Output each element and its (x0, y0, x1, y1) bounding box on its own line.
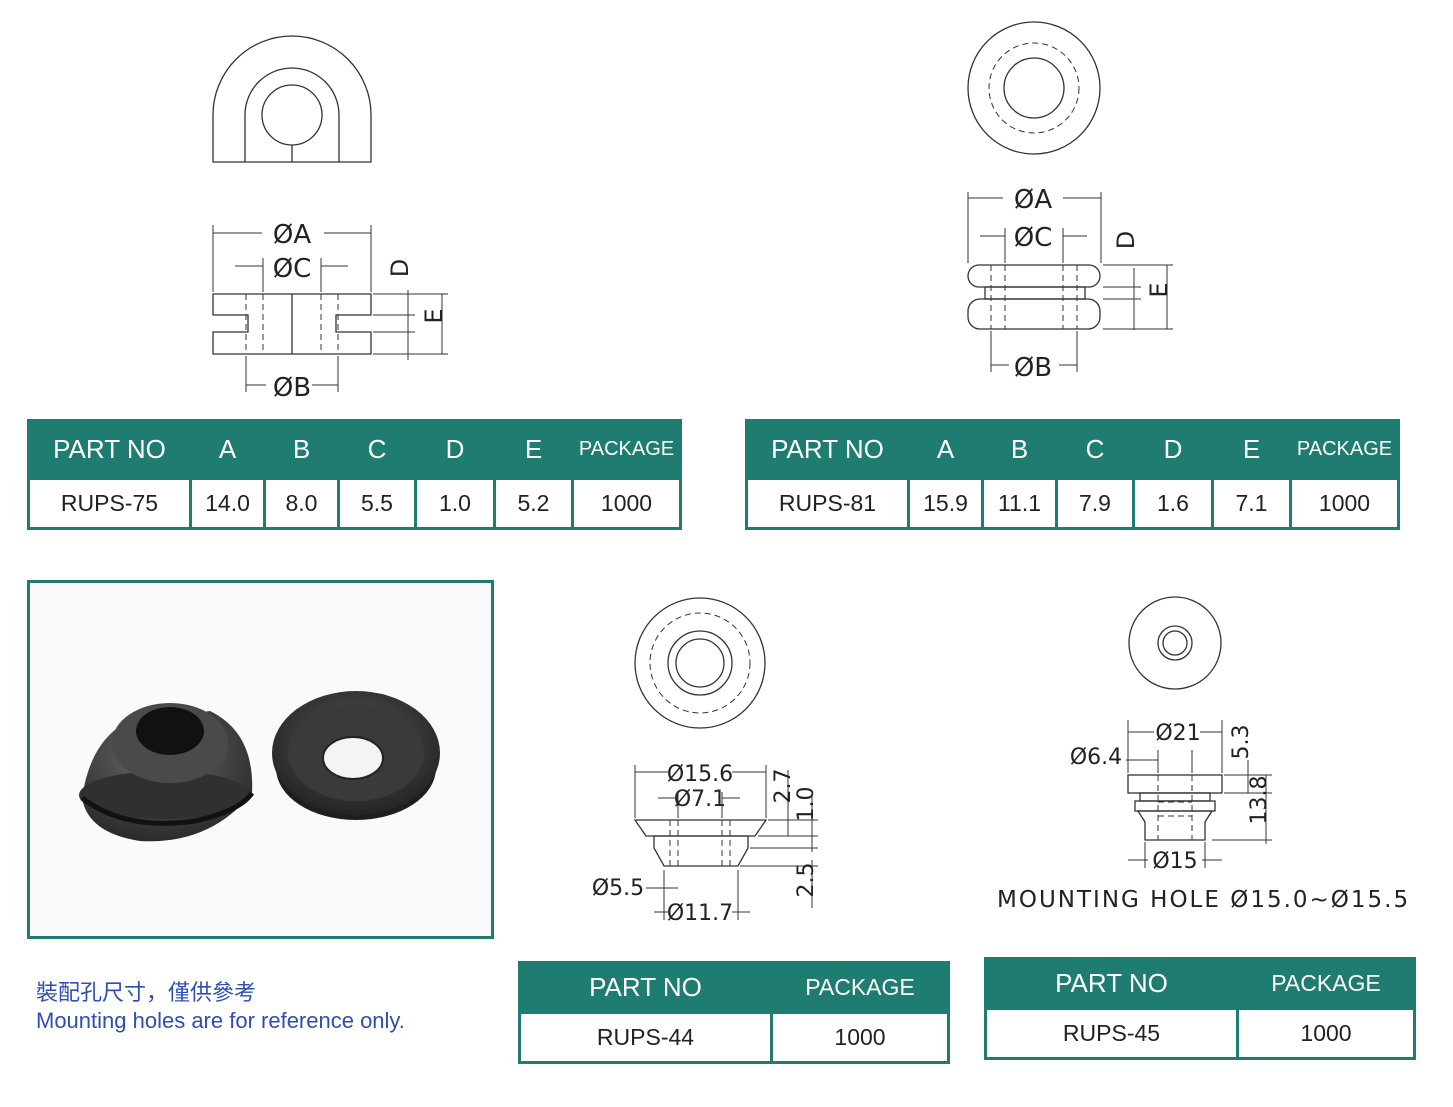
cell-e: 7.1 (1211, 477, 1292, 530)
cell-part-no: RUPS-45 (984, 1007, 1239, 1060)
rups75-dim-d: D (386, 259, 414, 277)
cell-c: 7.9 (1055, 477, 1135, 530)
cell-b: 11.1 (981, 477, 1058, 530)
rups75-dim-c: ØC (273, 254, 312, 284)
rups45-dim-15: Ø15 (1152, 849, 1197, 874)
header-package: PACKAGE (571, 419, 682, 480)
header-a: A (907, 419, 984, 480)
header-a: A (189, 419, 266, 480)
rups45-top-view (1128, 596, 1222, 690)
header-part-no: PART NO (984, 957, 1239, 1010)
header-part-no: PART NO (518, 961, 773, 1014)
cell-package: 1000 (770, 1011, 950, 1064)
cell-package: 1000 (1236, 1007, 1416, 1060)
rups75-dim-e: E (420, 308, 448, 323)
rups44-dim-2-7: 2.7 (771, 769, 796, 804)
header-package: PACKAGE (1289, 419, 1400, 480)
note-chinese: 裝配孔尺寸，僅供參考 (36, 981, 257, 1006)
header-c: C (337, 419, 417, 480)
rups81-dim-c: ØC (1014, 223, 1053, 253)
product-photo (27, 580, 494, 939)
rups44-spec-table: PART NO PACKAGE RUPS-44 1000 (518, 961, 950, 1064)
mounting-hole-label: MOUNTING HOLE Ø15.0~Ø15.5 (997, 887, 1411, 913)
cell-a: 14.0 (189, 477, 266, 530)
rups45-side-view (1126, 720, 1272, 868)
rups44-drawing: Ø15.6 Ø7.1 Ø5.5 Ø11.7 2.7 1.0 2.5 (592, 597, 819, 926)
rups81-dim-e: E (1145, 282, 1173, 297)
cell-b: 8.0 (263, 477, 340, 530)
grommet-right (272, 691, 440, 820)
header-part-no: PART NO (27, 419, 192, 480)
rups45-dim-13-8: 13.8 (1247, 776, 1272, 825)
rups75-dim-a: ØA (273, 220, 311, 250)
cell-c: 5.5 (337, 477, 417, 530)
header-c: C (1055, 419, 1135, 480)
cell-e: 5.2 (493, 477, 574, 530)
rups44-dim-15-6: Ø15.6 (667, 762, 733, 787)
rups44-top-view (634, 597, 766, 729)
header-package: PACKAGE (770, 961, 950, 1014)
rups45-dim-6-4: Ø6.4 (1070, 745, 1122, 770)
rups81-side-view (967, 192, 1173, 372)
rups44-dim-2-5: 2.5 (794, 863, 819, 898)
cell-part-no: RUPS-44 (518, 1011, 773, 1064)
cell-part-no: RUPS-81 (745, 477, 910, 530)
rups81-spec-table: PART NO A B C D E PACKAGE RUPS-81 15.9 1… (745, 419, 1400, 530)
rups44-dim-5-5: Ø5.5 (592, 876, 644, 901)
header-e: E (1211, 419, 1292, 480)
cell-package: 1000 (1289, 477, 1400, 530)
cell-a: 15.9 (907, 477, 984, 530)
rups44-dim-7-1: Ø7.1 (674, 787, 726, 812)
rups81-drawing: ØA ØC ØB D E (967, 21, 1173, 383)
rups44-dim-1-0: 1.0 (794, 787, 819, 822)
rups75-dim-b: ØB (273, 373, 311, 403)
header-b: B (263, 419, 340, 480)
cell-d: 1.6 (1132, 477, 1214, 530)
cell-part-no: RUPS-75 (27, 477, 192, 530)
rups81-dim-b: ØB (1014, 353, 1052, 383)
rups81-dim-d: D (1112, 231, 1140, 249)
rups45-spec-table: PART NO PACKAGE RUPS-45 1000 (984, 957, 1416, 1060)
header-b: B (981, 419, 1058, 480)
header-package: PACKAGE (1236, 957, 1416, 1010)
cell-d: 1.0 (414, 477, 496, 530)
rups81-top-view (967, 21, 1101, 155)
header-part-no: PART NO (745, 419, 910, 480)
note-english: Mounting holes are for reference only. (36, 1008, 405, 1033)
header-d: D (1132, 419, 1214, 480)
rups45-dim-21: Ø21 (1155, 721, 1200, 746)
rups75-side-view (212, 225, 448, 392)
rups45-drawing: Ø21 Ø6.4 Ø15 5.3 13.8 (1070, 596, 1272, 874)
rups45-dim-5-3: 5.3 (1229, 725, 1254, 760)
cell-package: 1000 (571, 477, 682, 530)
rups44-dim-11-7: Ø11.7 (667, 901, 733, 926)
rups81-dim-a: ØA (1014, 185, 1052, 215)
rups44-side-view (633, 765, 818, 920)
grommet-left (79, 703, 255, 842)
rups75-drawing: ØA ØC ØB D E (212, 35, 448, 403)
grommet-photo-illustration (79, 691, 440, 842)
rups75-top-view (212, 35, 372, 163)
header-d: D (414, 419, 496, 480)
header-e: E (493, 419, 574, 480)
rups75-spec-table: PART NO A B C D E PACKAGE RUPS-75 14.0 8… (27, 419, 682, 530)
